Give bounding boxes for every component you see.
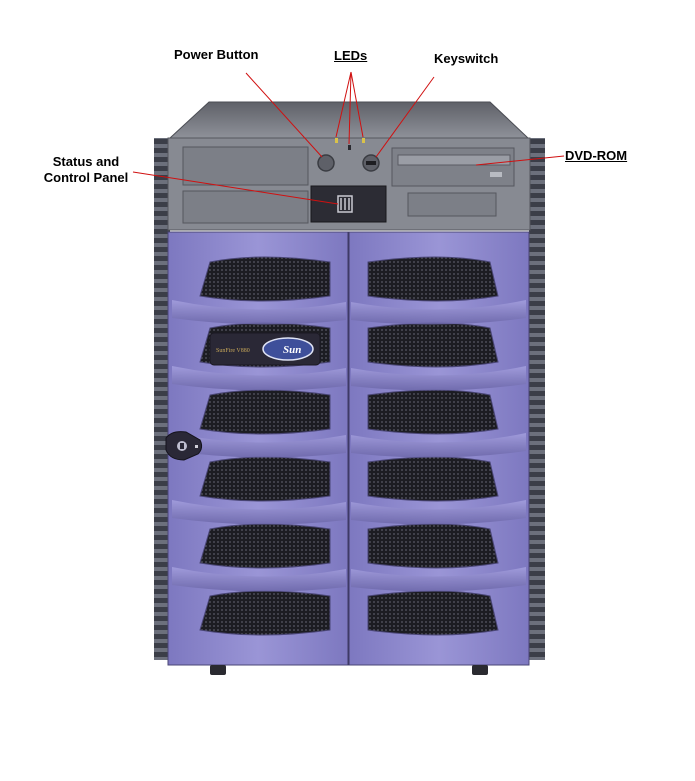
- left-drive-bay-lower: [182, 190, 309, 224]
- status-control-panel-label: Status and Control Panel: [40, 154, 132, 186]
- product-badge-text: SunFire V880: [216, 348, 250, 354]
- left-fin-column: [154, 138, 170, 660]
- dvd-rom-drive: [391, 147, 515, 187]
- status-panel-icon: [337, 195, 353, 213]
- sun-logo-icon: [262, 337, 314, 361]
- left-foot: [210, 665, 226, 675]
- keyswitch-slot: [366, 161, 376, 165]
- dvd-tray: [397, 154, 511, 166]
- dvd-rom-label: DVD-ROM: [565, 148, 628, 163]
- leader-lines: [132, 71, 565, 205]
- bezel-ribs: [172, 300, 526, 592]
- sun-logo-text: Sun: [283, 344, 301, 356]
- status-label-line2: Control Panel: [43, 170, 129, 185]
- right-foot: [472, 665, 488, 675]
- right-drive-bay-lower: [407, 192, 497, 217]
- dvd-eject-button: [490, 172, 502, 177]
- door-lock-icon: [165, 431, 203, 461]
- right-grill-openings: [367, 256, 499, 636]
- power-button-icon: [317, 154, 335, 172]
- keyswitch-label: Keyswitch: [434, 51, 499, 66]
- led-icon: [362, 138, 365, 143]
- power-button-label: Power Button: [174, 47, 259, 62]
- leds-label: LEDs: [334, 48, 368, 63]
- right-fin-column: [529, 138, 545, 660]
- led-icon: [348, 145, 351, 150]
- left-drive-bay-upper: [182, 146, 309, 186]
- led-icon: [335, 138, 338, 143]
- sun-logo-badge: SunFire V880 Sun: [209, 332, 321, 366]
- status-label-line1: Status and: [52, 154, 120, 169]
